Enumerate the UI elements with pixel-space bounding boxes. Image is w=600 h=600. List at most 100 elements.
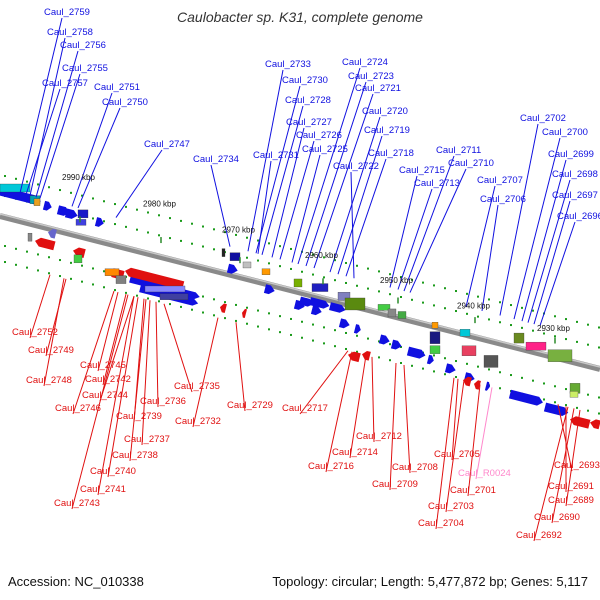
track-dot — [334, 279, 336, 282]
track-dot — [356, 334, 358, 337]
track-dot — [59, 275, 61, 278]
track-dot — [389, 273, 391, 276]
gene-label-bottom: Caul_2693 — [554, 460, 600, 471]
label-leader — [329, 116, 381, 273]
track-dot — [147, 231, 149, 234]
track-dot — [191, 222, 193, 225]
reverse-gene — [242, 308, 247, 319]
track-dot — [400, 276, 402, 278]
gene-label-top: Caul_2727 — [286, 117, 332, 128]
label-leader — [257, 160, 272, 254]
track-dot — [532, 309, 534, 312]
track-dot — [323, 256, 325, 259]
track-dot — [4, 261, 6, 264]
label-leader — [29, 274, 51, 339]
gene-arrow — [220, 303, 227, 313]
track-dot — [235, 319, 237, 322]
gene-label-bottom: Caul_2701 — [450, 485, 496, 496]
cog-block — [397, 311, 407, 319]
track-dot — [499, 371, 501, 374]
gene-arrow — [293, 299, 305, 310]
label-leader — [192, 317, 219, 428]
track-dot — [48, 186, 50, 189]
gene-label-top: Caul_2734 — [193, 154, 239, 165]
gene-label-bottom: Caul_2745 — [80, 360, 126, 371]
track-dot — [92, 267, 94, 270]
track-dot — [70, 191, 72, 194]
gene-label-top: Caul_2750 — [102, 97, 148, 108]
track-dot — [59, 189, 61, 192]
reverse-gene — [35, 237, 56, 251]
track-dot — [477, 295, 479, 298]
track-dot — [81, 194, 83, 197]
track-dot — [455, 310, 457, 313]
gene-label-top: Caul_2711 — [436, 145, 481, 156]
gene-label-top: Caul_2700 — [542, 127, 588, 138]
label-leader — [141, 300, 151, 446]
track-dot — [323, 342, 325, 345]
track-dot — [125, 225, 127, 228]
gene-label-top: Caul_2702 — [520, 113, 566, 124]
label-leader — [71, 92, 113, 207]
track-dot — [246, 322, 248, 325]
track-dot — [37, 183, 39, 186]
track-dot — [444, 287, 446, 290]
track-dot — [136, 228, 138, 231]
forward-gene — [293, 299, 305, 310]
label-leader — [313, 93, 374, 269]
track-dot — [279, 245, 281, 248]
track-dot — [213, 314, 215, 317]
gene-label-bottom: Caul_2741 — [80, 484, 126, 495]
cog-block — [242, 261, 252, 269]
label-leader — [97, 291, 119, 372]
track-dot — [345, 347, 347, 350]
track-dot — [290, 267, 292, 270]
label-leader — [481, 204, 499, 311]
track-dot — [389, 343, 391, 346]
cog-block — [431, 322, 439, 329]
track-dot — [334, 259, 336, 262]
track-dot — [554, 401, 556, 404]
track-dot — [37, 269, 39, 272]
gene-arrow — [263, 284, 275, 295]
label-leader — [163, 303, 193, 393]
label-leader — [551, 408, 575, 524]
label-leader — [475, 387, 493, 480]
track-dot — [48, 272, 50, 275]
track-dot — [532, 379, 534, 382]
cog-block — [547, 349, 573, 362]
track-dot — [235, 303, 237, 306]
gene-label-bottom: Caul_2737 — [124, 434, 170, 445]
track-dot — [356, 350, 358, 353]
track-dot — [246, 236, 248, 239]
label-leader — [210, 164, 231, 247]
track-dot — [598, 396, 600, 399]
cog-block — [75, 219, 87, 226]
track-dot — [224, 301, 226, 304]
gene-label-top: Caul_2747 — [144, 139, 190, 150]
cog-block — [429, 345, 441, 354]
track-dot — [587, 343, 589, 346]
gene-arrow — [444, 363, 456, 374]
cog-block — [525, 341, 547, 351]
gene-label-top: Caul_2720 — [362, 106, 408, 117]
gene-label-bottom: Caul_2732 — [175, 416, 221, 427]
gene-arrow — [378, 334, 390, 345]
gene-label-top: Caul_2710 — [448, 158, 494, 169]
track-dot — [202, 295, 204, 298]
track-dot — [367, 337, 369, 340]
track-dot — [70, 261, 72, 264]
cog-block — [311, 283, 329, 292]
genome-backbone — [0, 213, 600, 372]
gene-arrow — [125, 267, 185, 291]
track-dot — [345, 261, 347, 264]
track-dot — [356, 264, 358, 267]
gene-label-bottom: Caul_2744 — [82, 390, 128, 401]
track-dot — [92, 283, 94, 286]
gene-label-bottom: Caul_R0024 — [458, 468, 511, 479]
gene-label-bottom: Caul_2740 — [90, 466, 136, 477]
track-dot — [224, 231, 226, 234]
track-dot — [202, 245, 204, 248]
gene-label-bottom: Caul_2746 — [55, 403, 101, 414]
